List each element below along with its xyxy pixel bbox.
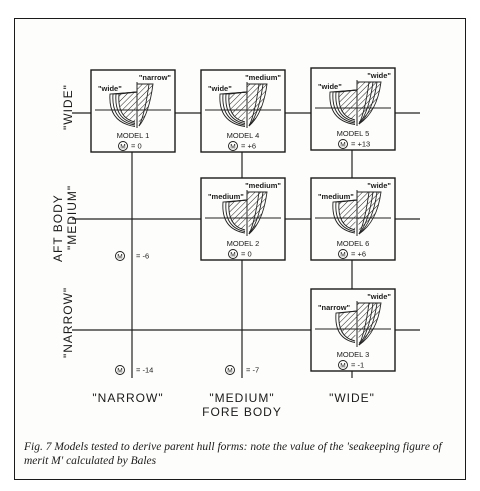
aft-form-label: "narrow": [318, 303, 351, 312]
aft-form-label: "medium": [208, 192, 244, 201]
aft-form-label: "wide": [318, 82, 342, 91]
fore-form-label: "wide": [367, 181, 391, 190]
aft-form-label: "wide": [208, 84, 232, 93]
aft-station-curve: [109, 91, 138, 127]
model-boxes: "wide" "narrow" MODEL 1 M = 0 "wide" "medium" M…: [90, 67, 396, 372]
model-box: "wide" "wide" MODEL 5 M = +13: [310, 67, 396, 151]
aft-body-title: AFT BODY: [51, 194, 65, 262]
model-box: "medium""medium" MODEL 2 M = 0: [200, 177, 286, 261]
fore-form-label: "medium": [245, 73, 281, 82]
merit-value: = -14: [136, 366, 153, 375]
fore-station-curve: [357, 191, 382, 235]
merit-value: = 0: [131, 142, 142, 151]
merit-symbol-circle: [115, 365, 125, 375]
aft-station-curve: [222, 199, 248, 234]
merit-symbol-circle: [225, 365, 235, 375]
fore-form-label: "wide": [367, 71, 391, 80]
figure-caption: Fig. 7 Models tested to derive parent hu…: [24, 441, 442, 467]
fore-form-label: "wide": [367, 292, 391, 301]
aft-station-curve: [332, 199, 358, 234]
merit-symbol: M: [117, 254, 122, 261]
model-name: MODEL 4: [227, 131, 260, 140]
model-name: MODEL 5: [337, 129, 370, 138]
fore-station-curve: [357, 81, 382, 125]
fore-station-curve: [247, 83, 268, 127]
model-box: "narrow" "wide" MODEL 3 M = -1: [310, 288, 396, 372]
aft-station-curve: [219, 91, 248, 127]
row-label-medium: "MEDIUM": [65, 185, 79, 250]
merit-value: = 0: [241, 250, 252, 259]
merit-symbol: M: [120, 144, 125, 151]
model-box: "medium" "wide" MODEL 6 M = +6: [310, 177, 396, 261]
merit-value: = -7: [246, 366, 259, 375]
row-label-narrow: "NARROW": [61, 287, 75, 358]
merit-value: = +6: [351, 250, 366, 259]
merit-value: = +6: [241, 142, 256, 151]
aft-station-curve: [329, 89, 358, 125]
merit-symbol: M: [227, 368, 232, 375]
merit-symbol: M: [117, 368, 122, 375]
col-label-narrow: "NARROW": [92, 391, 163, 405]
aft-form-label: "wide": [98, 84, 122, 93]
model-box: "wide" "medium" MODEL 4 M = +6: [200, 69, 286, 153]
merit-value: = -1: [351, 361, 364, 370]
extra-merit-values: M = -6 M = -14 M = -7: [115, 251, 259, 375]
extra-merit: M = -6: [115, 251, 149, 261]
model-name: MODEL 2: [227, 239, 260, 248]
merit-symbol: M: [230, 144, 235, 151]
merit-symbol-circle: [115, 251, 125, 261]
merit-symbol: M: [340, 363, 345, 370]
row-label-wide: "WIDE": [61, 84, 75, 130]
col-label-medium: "MEDIUM": [209, 391, 274, 405]
extra-merit: M = -14: [115, 365, 153, 375]
model-box: "wide" "narrow" MODEL 1 M = 0: [90, 69, 176, 153]
merit-symbol-circle: [228, 249, 238, 259]
extra-merit: M = -7: [225, 365, 259, 375]
merit-symbol-circle: [338, 249, 348, 259]
model-name: MODEL 6: [337, 239, 370, 248]
merit-symbol: M: [340, 142, 345, 149]
fore-form-label: "narrow": [139, 73, 172, 82]
merit-value: = -6: [136, 252, 149, 261]
fore-body-title: FORE BODY: [202, 405, 282, 419]
merit-symbol-circle: [338, 139, 348, 149]
merit-symbol-circle: [338, 360, 348, 370]
col-label-wide: "WIDE": [329, 391, 375, 405]
fore-station-curve: [137, 83, 154, 127]
aft-form-label: "medium": [318, 192, 354, 201]
merit-symbol: M: [230, 252, 235, 259]
merit-value: = +13: [351, 140, 370, 149]
merit-symbol: M: [340, 252, 345, 259]
model-name: MODEL 3: [337, 350, 370, 359]
fore-form-label: "medium": [245, 181, 281, 190]
fore-station-curve: [357, 302, 382, 346]
fore-station-curve: [247, 191, 268, 235]
aft-station-curve: [335, 310, 358, 343]
model-name: MODEL 1: [117, 131, 150, 140]
merit-symbol-circle: [118, 141, 128, 151]
merit-symbol-circle: [228, 141, 238, 151]
